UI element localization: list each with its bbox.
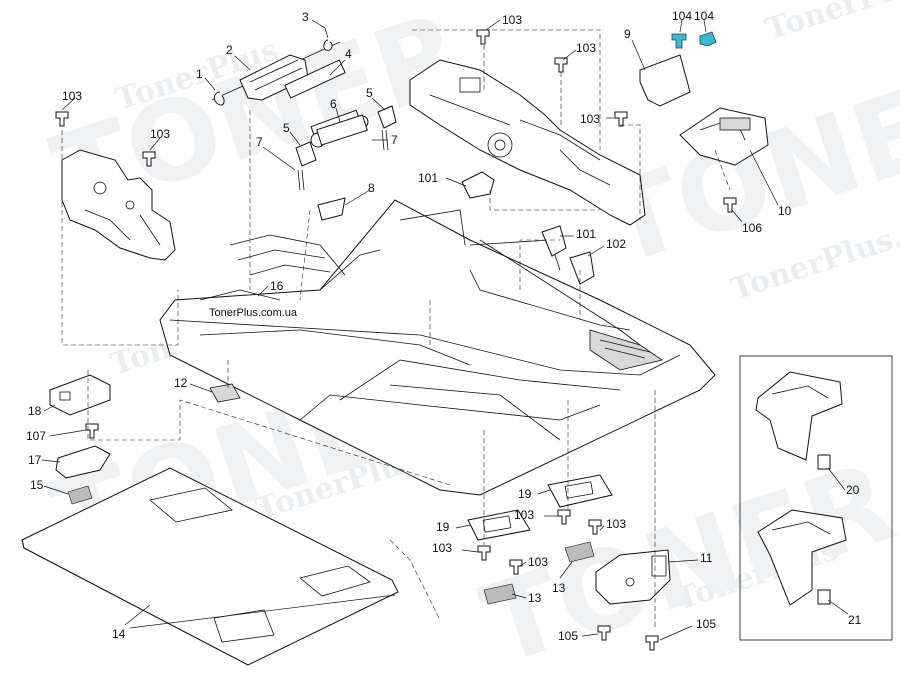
callout-105: 105 [696, 617, 716, 631]
callout-103: 103 [432, 541, 452, 555]
sensor-unit [679, 107, 769, 166]
callout-13: 13 [552, 581, 566, 595]
callout-103: 103 [502, 13, 522, 27]
callout-103: 103 [514, 508, 534, 522]
callout-20: 20 [846, 483, 860, 497]
callout-103: 103 [528, 555, 548, 569]
pad [209, 383, 241, 403]
callout-5: 5 [366, 86, 373, 100]
callout-10: 10 [778, 204, 792, 218]
callout-14: 14 [112, 627, 126, 641]
right-holders [467, 474, 613, 605]
left-frame [61, 149, 176, 261]
callout-103: 103 [606, 517, 626, 531]
callout-18: 18 [28, 404, 42, 418]
sensor-bracket [595, 549, 671, 605]
highlight-screws [671, 31, 717, 49]
leader-lines [41, 19, 849, 641]
callout-101: 101 [576, 227, 596, 241]
callout-103: 103 [150, 127, 170, 141]
callout-17: 17 [28, 453, 42, 467]
inset-box [739, 355, 893, 641]
callout-19: 19 [518, 487, 532, 501]
callout-104: 104 [672, 9, 692, 23]
callout-1: 1 [196, 67, 203, 81]
callout-106: 106 [742, 221, 762, 235]
callout-103: 103 [580, 112, 600, 126]
callout-11: 11 [700, 551, 713, 565]
callout-7: 7 [256, 135, 263, 149]
callout-102: 102 [606, 237, 626, 251]
bracket [639, 54, 691, 107]
callout-101: 101 [418, 171, 438, 185]
screws [55, 29, 737, 651]
callout-4: 4 [345, 47, 352, 61]
right-frame [409, 59, 646, 226]
callout-16: 16 [270, 279, 284, 293]
assembly-lines [61, 29, 731, 630]
left-holders [49, 374, 111, 505]
callout-104: 104 [694, 9, 714, 23]
callout-12: 12 [174, 376, 188, 390]
callout-3: 3 [302, 10, 309, 24]
watermark-text: TonerPlus [762, 0, 900, 48]
callout-7: 7 [391, 133, 398, 147]
callout-21: 21 [848, 613, 862, 627]
callout-6: 6 [330, 97, 337, 111]
tray-body [159, 199, 716, 496]
callout-107: 107 [26, 429, 46, 443]
callout-labels: 3 2 1 4 5 6 5 7 7 8 103 103 103 103 103 … [26, 9, 862, 643]
callout-103: 103 [62, 89, 82, 103]
callout-105: 105 [558, 629, 578, 643]
callout-5: 5 [283, 121, 290, 135]
site-tag: TonerPlus.com.ua [207, 307, 300, 319]
small-parts [295, 105, 397, 221]
callout-13: 13 [528, 591, 542, 605]
clips [461, 171, 595, 285]
callout-2: 2 [226, 43, 233, 57]
callout-9: 9 [624, 27, 631, 41]
glass-sheet [21, 467, 399, 666]
callout-103: 103 [576, 41, 596, 55]
callout-15: 15 [30, 478, 44, 492]
callout-19: 19 [436, 520, 450, 534]
callout-8: 8 [368, 181, 375, 195]
